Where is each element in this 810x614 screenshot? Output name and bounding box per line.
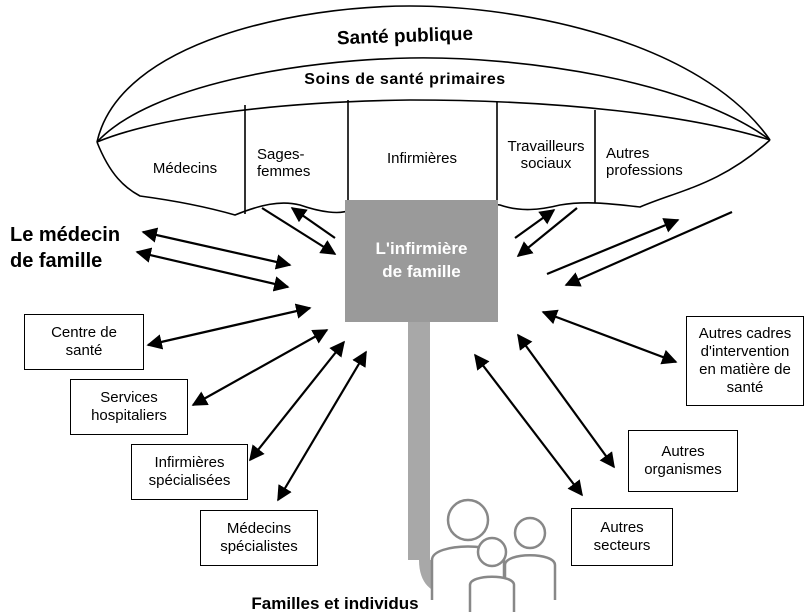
- umbrella-title-second: Soins de santé primaires: [304, 71, 506, 88]
- center-infirmiere-famille: L'infirmière de famille: [345, 200, 498, 322]
- arrow-sages-femmes-a: [261, 207, 337, 255]
- arrow-medecin-famille-1: [141, 227, 292, 270]
- arrow-autres-cadres: [541, 309, 678, 365]
- arrow-centre-sante: [146, 303, 312, 350]
- bottom-label-familles-individus: Familles et individus: [251, 594, 419, 613]
- segment-autres-professions: Autres professions: [606, 145, 683, 180]
- segment-infirmieres: Infirmières: [386, 150, 457, 167]
- arrow-services-hospitaliers: [191, 329, 329, 406]
- box-services-hospitaliers: Services hospitaliers: [70, 379, 188, 435]
- segment-medecins: Médecins: [152, 160, 218, 177]
- arrow-medecins-specialistes: [277, 350, 367, 502]
- arrow-sages-femmes-b: [290, 207, 336, 239]
- left-title-medecin-famille: Le médecin de famille: [10, 224, 121, 272]
- arrow-autres-organismes: [517, 333, 615, 469]
- box-autres-secteurs: Autres secteurs: [571, 508, 673, 566]
- arrow-autres-professions-a: [546, 218, 680, 276]
- segment-travailleurs-sociaux: Travailleurs sociaux: [507, 138, 585, 173]
- segment-sages-femmes: Sages- femmes: [257, 146, 311, 181]
- umbrella-canopy: [96, 5, 771, 216]
- box-medecins-specialistes: Médecins spécialistes: [200, 510, 318, 566]
- arrows: [135, 207, 733, 502]
- arrow-travailleurs-b: [516, 207, 578, 257]
- arrow-infirmieres-specialisees: [249, 340, 345, 462]
- box-centre-sante: Centre de santé: [24, 314, 144, 370]
- box-infirmieres-specialisees: Infirmières spécialisées: [131, 444, 248, 500]
- box-autres-organismes: Autres organismes: [628, 430, 738, 492]
- arrow-autres-secteurs: [474, 353, 583, 497]
- arrow-autres-professions-b: [564, 210, 733, 287]
- arrow-travailleurs-a: [514, 209, 556, 239]
- box-autres-cadres-intervention: Autres cadres d'intervention en matière …: [686, 316, 804, 406]
- arrow-medecin-famille-2: [135, 247, 290, 292]
- family-people-icon: [430, 498, 557, 612]
